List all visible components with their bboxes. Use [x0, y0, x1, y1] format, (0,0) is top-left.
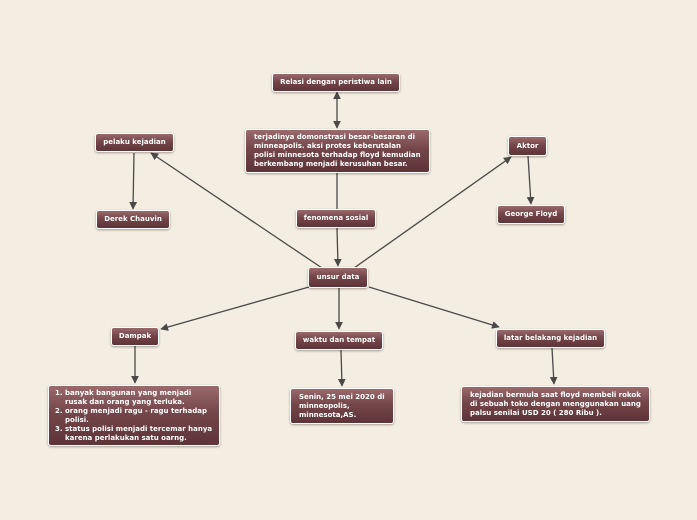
node-george-floyd[interactable]: George Floyd — [497, 205, 565, 224]
edge-unsur-latar — [368, 286, 500, 329]
node-waktu-detail[interactable]: Senin, 25 mei 2020 di minneopolis, minne… — [290, 388, 394, 424]
edge-unsur-aktor — [353, 156, 512, 269]
node-dampak-list[interactable]: banyak bangunan yang menjadi rusak dan o… — [48, 385, 220, 446]
node-fenomena-sosial[interactable]: fenomena sosial — [296, 209, 376, 228]
node-derek-chauvin[interactable]: Derek Chauvin — [96, 210, 170, 229]
node-aktor[interactable]: Aktor — [508, 136, 547, 156]
node-dampak[interactable]: Dampak — [111, 327, 159, 346]
node-relasi[interactable]: Relasi dengan peristiwa lain — [272, 73, 400, 92]
node-latar-belakang[interactable]: latar belakang kejadian — [496, 329, 605, 348]
dampak-item-1: banyak bangunan yang menjadi rusak dan o… — [65, 389, 213, 407]
edge-pelaku-derek — [129, 152, 138, 210]
node-demonstrasi[interactable]: terjadinya domonstrasi besar-besaran di … — [245, 129, 430, 173]
edge-latar-detail — [549, 347, 558, 385]
edge-waktu-detail — [337, 349, 346, 387]
node-unsur-data[interactable]: unsur data — [308, 267, 368, 288]
dampak-item-2: orang menjadi ragu - ragu terhadap polis… — [65, 407, 213, 425]
edge-unsur-dampak — [160, 286, 310, 331]
edge-aktor-george — [526, 155, 535, 205]
dampak-list: banyak bangunan yang menjadi rusak dan o… — [55, 389, 213, 443]
node-pelaku-kejadian[interactable]: pelaku kejadian — [95, 133, 174, 152]
edge-fenomena-unsur — [333, 227, 342, 267]
node-waktu-dan-tempat[interactable]: waktu dan tempat — [295, 331, 383, 350]
dampak-item-3: status polisi menjadi tercemar hanya kar… — [65, 425, 213, 443]
node-latar-detail[interactable]: kejadian bermula saat floyd membeli roko… — [461, 386, 650, 422]
